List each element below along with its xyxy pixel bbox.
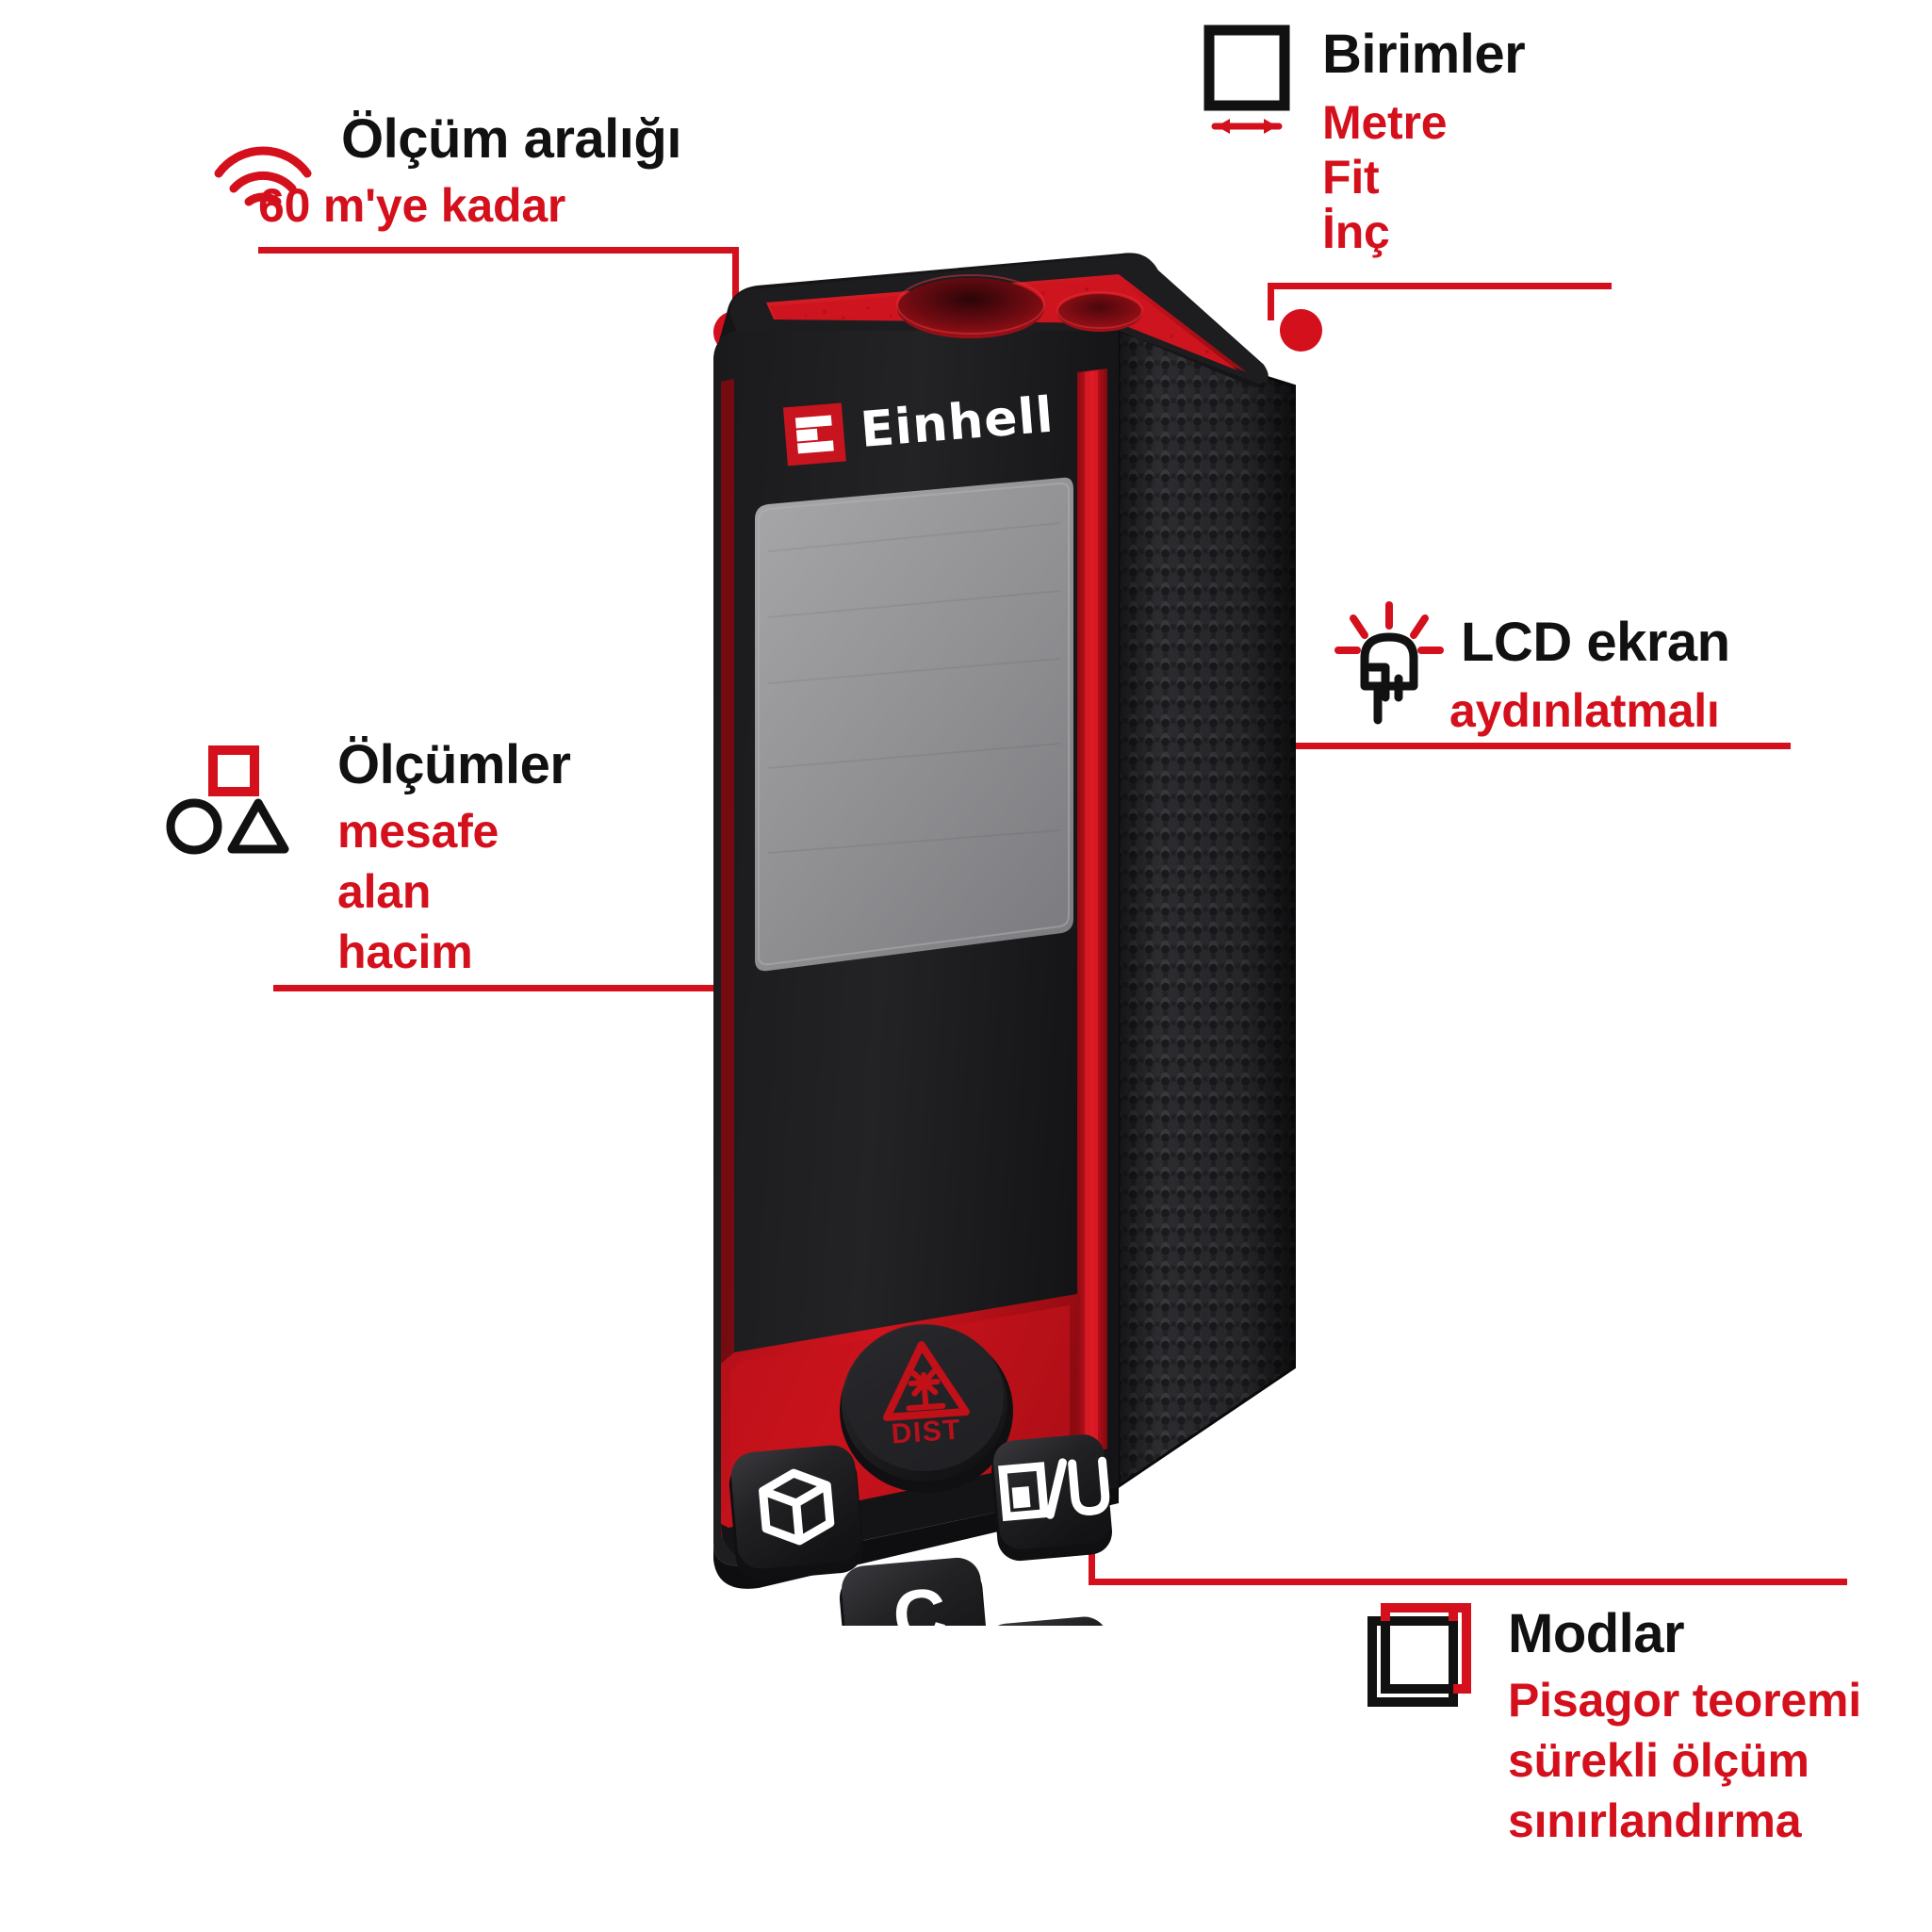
button-off-label: OFF xyxy=(880,1645,967,1697)
callout-lcd-display-title: LCD ekran xyxy=(1461,612,1730,673)
callout-units-title: Birimler xyxy=(1322,24,1526,85)
laser-distance-measurer-device: Einhell xyxy=(693,240,1296,1697)
callout-units-line-1: Fit xyxy=(1322,151,1380,204)
square-with-arrow-icon xyxy=(1203,25,1290,134)
connector-modes-h xyxy=(1089,1579,1847,1585)
triangle-shape-icon xyxy=(227,798,289,854)
connector-measuring-range-h xyxy=(258,247,739,254)
callout-measuring-range-title: Ölçüm aralığı xyxy=(341,108,681,170)
connector-lcd-h xyxy=(1089,743,1791,749)
callout-lcd-display-line-0: aydınlatmalı xyxy=(1449,684,1720,737)
connector-units-h xyxy=(1268,283,1612,289)
laser-emitter-aperture xyxy=(897,278,1044,338)
callout-measurements-title: Ölçümler xyxy=(337,734,571,795)
double-square-icon xyxy=(1367,1603,1471,1707)
callout-modes-title: Modlar xyxy=(1508,1603,1685,1664)
lcd-screen xyxy=(755,477,1073,972)
callout-modes-line-1: sürekli ölçüm xyxy=(1508,1734,1809,1787)
callout-measurements-line-2: hacim xyxy=(337,925,473,978)
button-clear-label: C xyxy=(890,1571,950,1660)
button-dist-label: DIST xyxy=(890,1414,963,1450)
connector-dot-units xyxy=(1280,309,1322,352)
callout-modes-line-0: Pisagor teoremi xyxy=(1508,1674,1861,1727)
connector-measuring-range-v xyxy=(732,247,739,332)
callout-measuring-range-line-0: 60 m'ye kadar xyxy=(258,179,566,232)
callout-measurements-line-1: alan xyxy=(337,865,432,918)
einhell-logo-mark xyxy=(782,402,846,467)
signal-waves-icon xyxy=(214,146,312,206)
callout-units-line-2: İnç xyxy=(1322,205,1390,258)
connector-measurements-h xyxy=(273,985,933,991)
callout-units-line-0: Metre xyxy=(1322,96,1448,149)
square-shape-icon xyxy=(208,745,259,796)
callout-measurements-line-0: mesafe xyxy=(337,805,499,858)
circle-shape-icon xyxy=(166,798,222,855)
lamp-icon xyxy=(1334,601,1444,725)
callout-modes-line-2: sınırlandırma xyxy=(1508,1794,1802,1847)
connector-units-v xyxy=(1268,283,1274,320)
laser-receiver-aperture xyxy=(1057,294,1142,332)
shapes-icon xyxy=(166,745,289,855)
